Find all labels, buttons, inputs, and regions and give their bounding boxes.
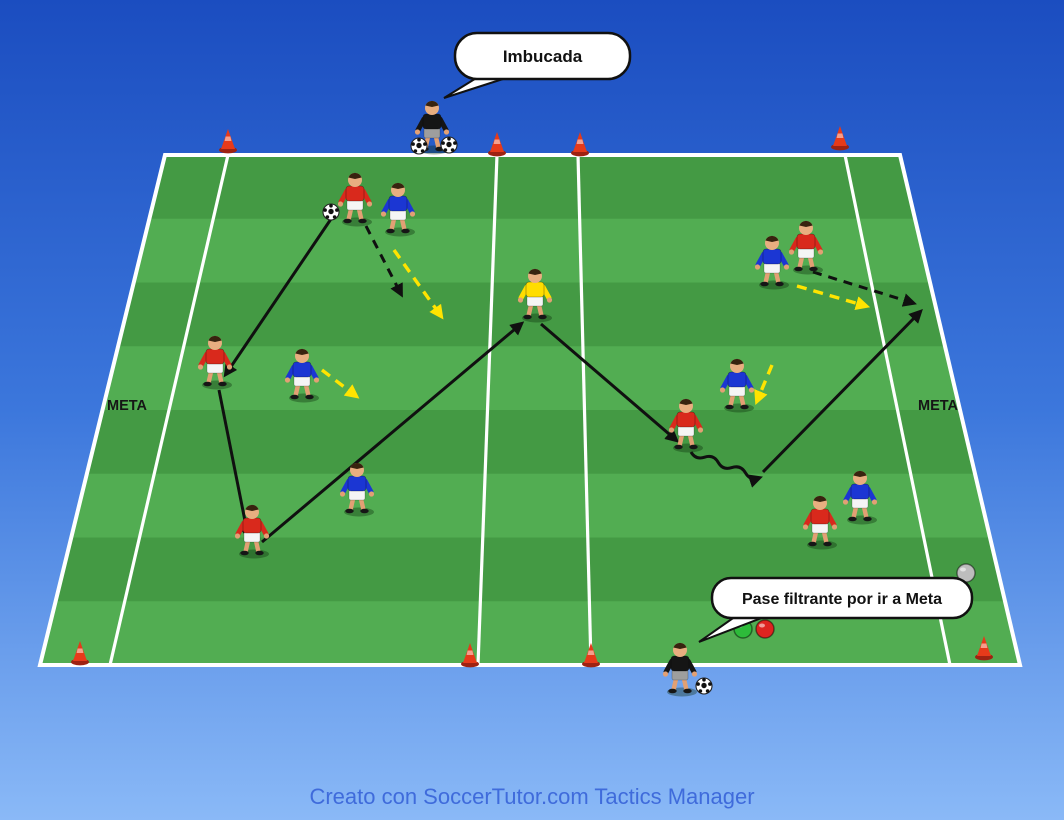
player-blue <box>339 462 375 517</box>
meta-zone-label: META <box>107 398 148 414</box>
player-red <box>337 172 373 227</box>
run-arrow <box>754 364 774 405</box>
speech-bubble: Imbucada <box>443 31 632 99</box>
zone-line <box>476 154 499 666</box>
soccer-ball <box>410 137 428 155</box>
coach-bottom <box>662 642 698 697</box>
player-red <box>234 504 270 559</box>
zone-line <box>108 154 230 666</box>
player-blue <box>754 235 790 290</box>
speech-bubble-body <box>710 576 974 620</box>
player-red <box>197 335 233 390</box>
training-cone <box>571 132 589 157</box>
speech-bubble-body <box>453 31 632 81</box>
training-cone <box>219 129 237 154</box>
pass-arrow <box>223 215 335 378</box>
speech-bubble-text: Imbucada <box>503 47 583 66</box>
speech-bubble: Pase filtrante por ir a Meta <box>698 576 974 643</box>
cones-layer <box>71 126 993 668</box>
pitch-boundary <box>37 153 1023 667</box>
soccer-ball <box>695 677 713 695</box>
soccer-ball <box>440 136 458 154</box>
training-cone <box>831 126 849 151</box>
pass-arrow <box>540 322 680 443</box>
training-cone <box>71 641 89 666</box>
players-layer <box>197 100 878 697</box>
soccer-ball <box>322 203 340 221</box>
training-cone <box>488 132 506 157</box>
player-yellow-joker <box>517 268 553 323</box>
red-ball-marker <box>755 619 775 639</box>
caption: Creato con SoccerTutor.com Tactics Manag… <box>309 784 754 809</box>
player-red <box>802 495 838 550</box>
player-red <box>668 398 704 453</box>
player-red <box>788 220 824 275</box>
dribble-arrow <box>689 451 763 488</box>
pitch-stripe <box>40 473 1020 539</box>
pitch-stripe <box>40 410 1020 475</box>
arrows-layer <box>217 215 923 544</box>
pass-arrow <box>761 309 923 474</box>
training-cone <box>975 636 993 661</box>
pitch-stripe <box>40 346 1020 411</box>
dashed-pass-arrow <box>812 270 917 307</box>
pitch: META META <box>37 153 1023 667</box>
dashed-pass-arrow <box>364 225 403 298</box>
player-blue <box>842 470 878 525</box>
training-cone <box>461 643 479 668</box>
zone-line <box>576 154 593 666</box>
meta-zone-label: META <box>918 398 959 414</box>
speech-bubble-text: Pase filtrante por ir a Meta <box>742 591 942 608</box>
pass-arrow <box>217 389 253 541</box>
balls-layer <box>322 136 713 695</box>
run-arrow <box>796 284 871 311</box>
player-blue <box>284 348 320 403</box>
run-arrow <box>392 249 444 320</box>
pass-arrow <box>261 321 525 544</box>
player-blue <box>719 358 755 413</box>
player-blue <box>380 182 416 237</box>
training-cone <box>582 643 600 668</box>
run-arrow <box>320 368 360 399</box>
